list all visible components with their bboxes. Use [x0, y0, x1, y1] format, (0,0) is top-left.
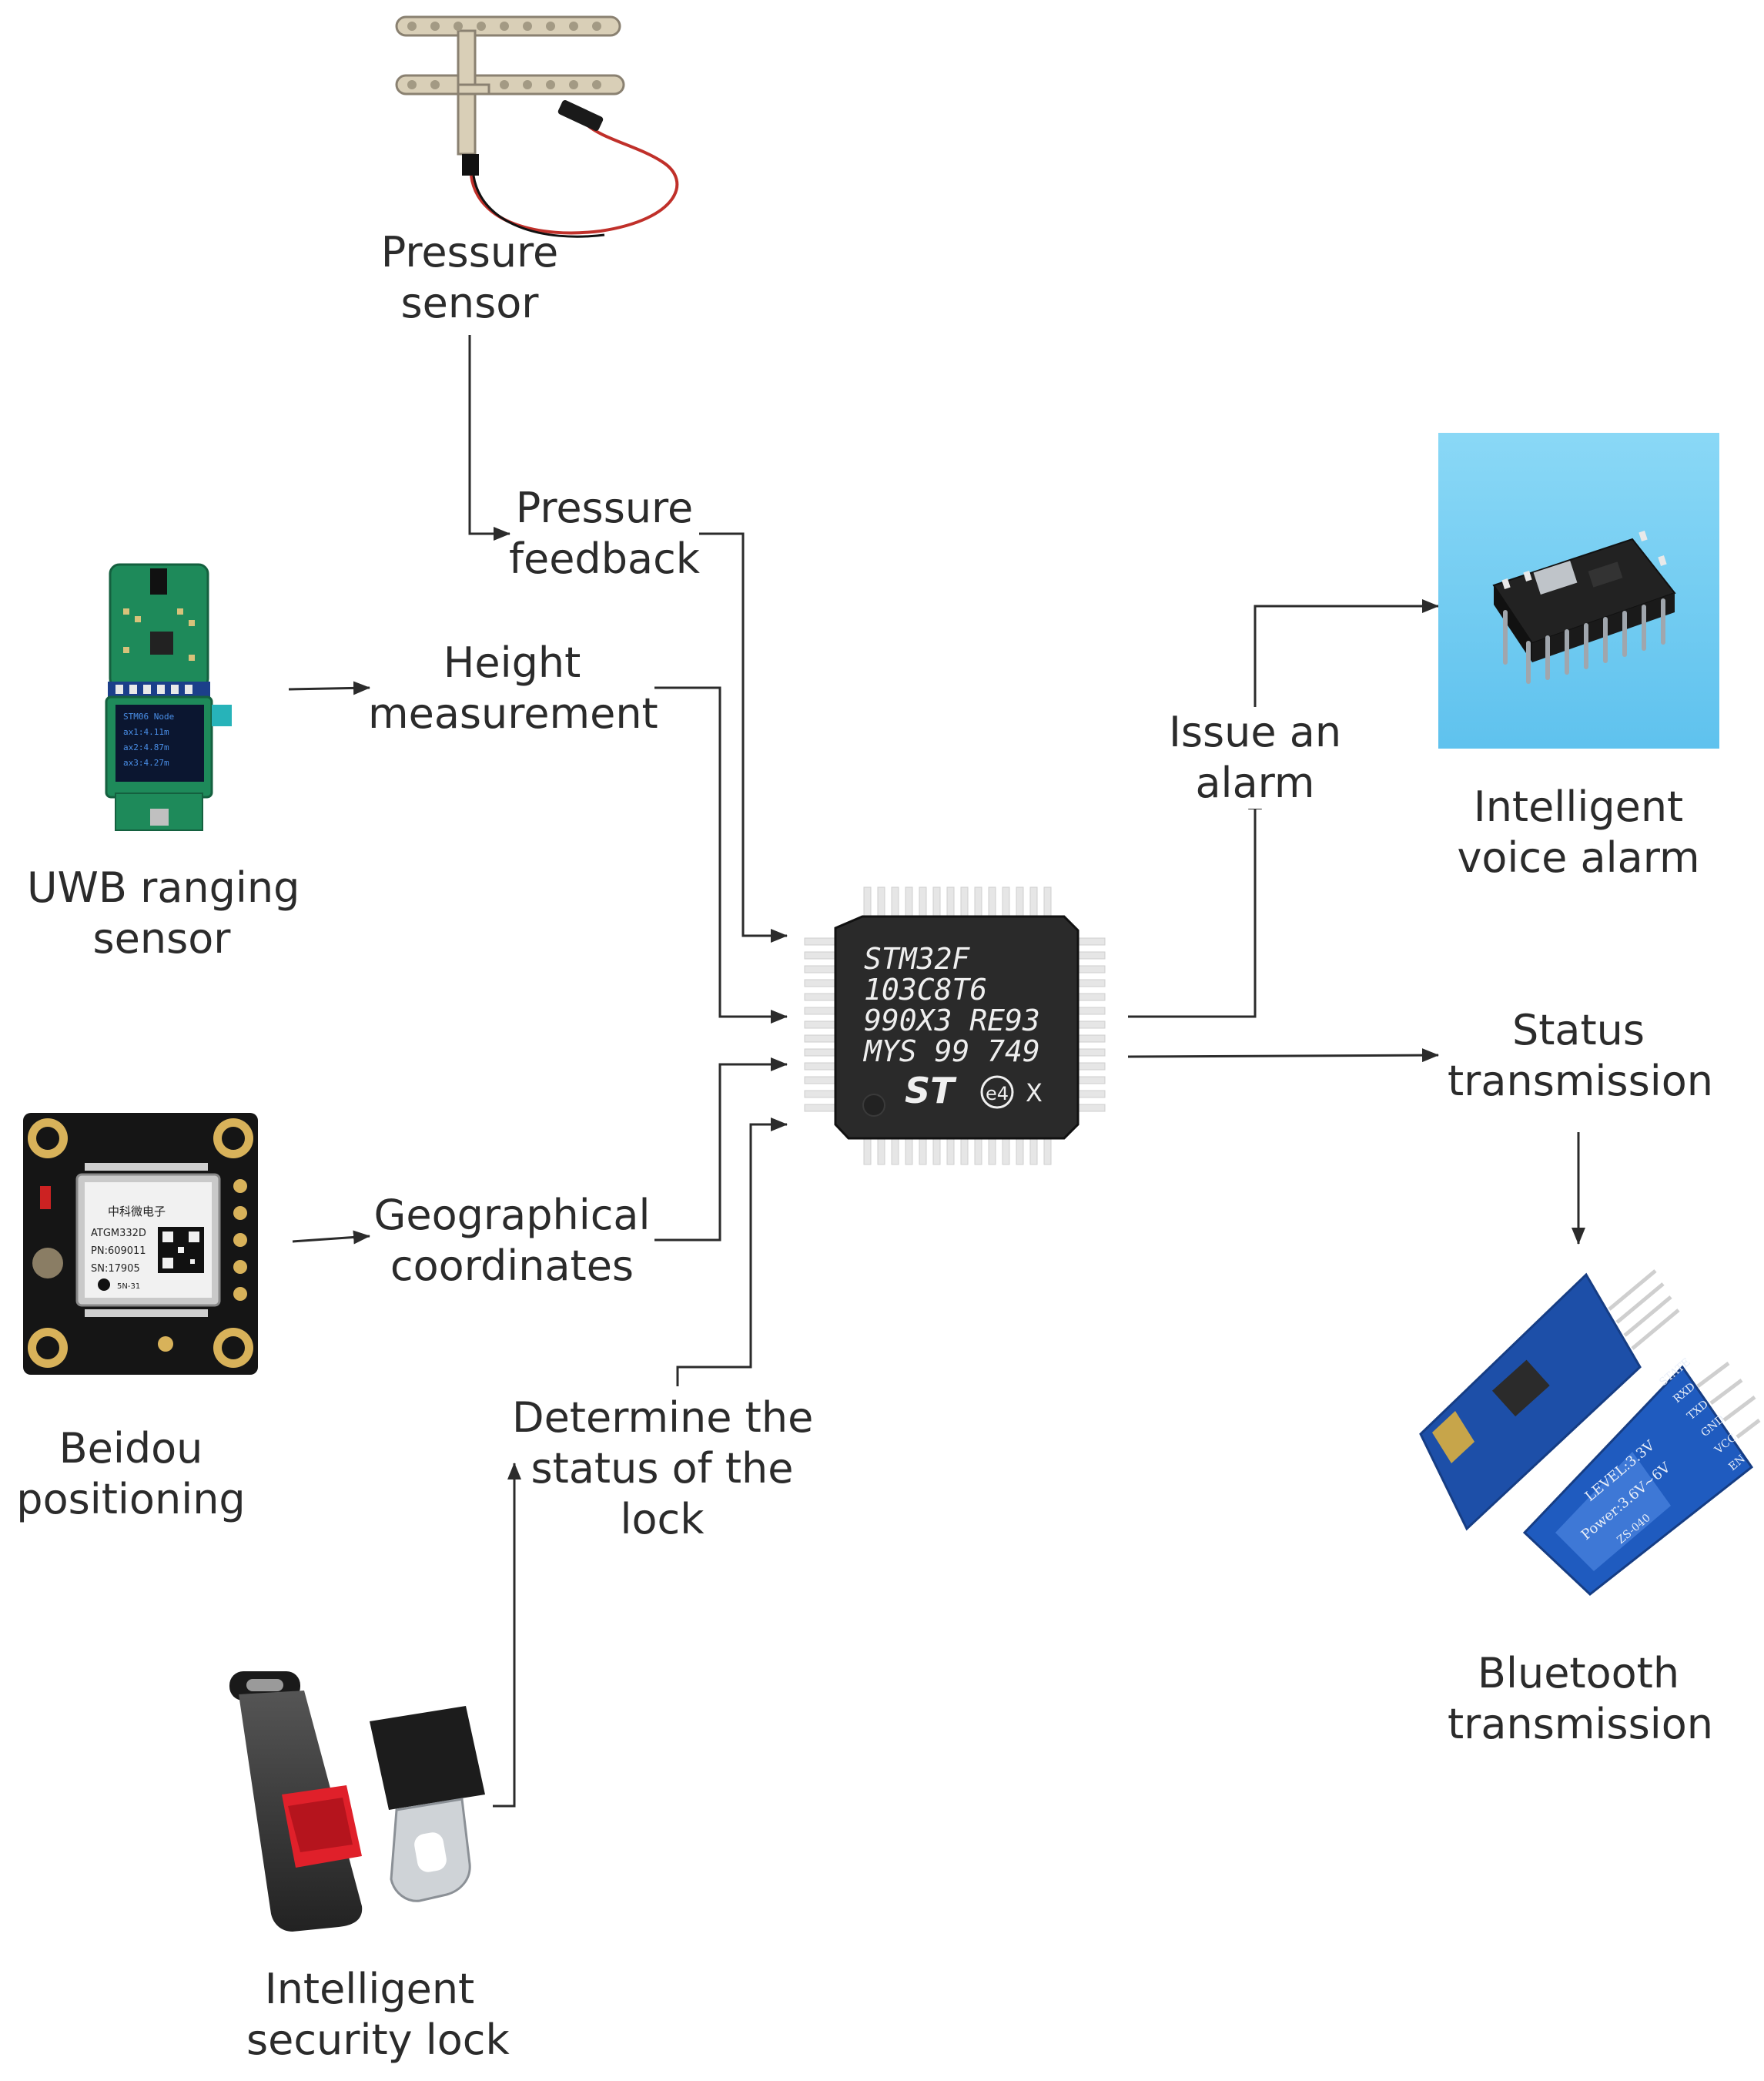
line-pressure-sensor-to-feedback — [468, 335, 510, 541]
beidou-label-line-1: Beidou — [59, 1424, 203, 1473]
uwb-screen-line-1: STM06 Node — [123, 712, 174, 722]
line-mcu-to-status-tx — [1127, 1048, 1439, 1063]
geographical-coordinates-label-line-2: coordinates — [390, 1242, 634, 1290]
pressure-sensor-label-line-1: Pressure — [380, 228, 559, 276]
issue-alarm-label-line-2: alarm — [1195, 759, 1315, 807]
lock-status-label-line-3: lock — [620, 1495, 705, 1543]
lock-status-label-line-1: Determine the — [512, 1393, 814, 1442]
beidou-module-line-4: SN:17905 — [91, 1263, 140, 1275]
line-pressure-feedback-to-mcu — [699, 532, 788, 943]
status-transmission-label: Status transmission — [1448, 1005, 1713, 1107]
uwb-sensor-label-line-2: sensor — [92, 914, 231, 963]
line-beidou-to-geo — [292, 1230, 370, 1245]
bluetooth-module-image: LEVEL:3.3V Power:3.6V~6V ZS-040 STATE RX… — [1419, 1269, 1761, 1596]
line-alarm-to-voice — [1254, 599, 1439, 712]
beidou-module-line-3: PN:609011 — [91, 1245, 146, 1257]
beidou-label: Beidou positioning — [15, 1423, 246, 1525]
pressure-sensor-label-line-2: sensor — [400, 279, 539, 327]
pressure-sensor-label: Pressure sensor — [362, 227, 577, 329]
chip-suffix: X — [1026, 1078, 1043, 1108]
geographical-coordinates-label-line-1: Geographical — [373, 1191, 651, 1239]
uwb-screen-line-4: ax3:4.27m — [123, 758, 169, 768]
uwb-sensor-label: UWB ranging sensor — [27, 863, 300, 964]
bluetooth-label: Bluetooth transmission — [1448, 1648, 1713, 1750]
line-lock-to-status — [493, 1463, 521, 1808]
chip-line-2: 103C8T6 — [864, 973, 987, 1007]
uwb-screen-line-2: ax1:4.11m — [123, 727, 169, 737]
beidou-module-line-1: 中科微电子 — [108, 1205, 166, 1218]
pressure-feedback-label-line-1: Pressure — [515, 484, 694, 532]
chip-mark: e4 — [986, 1083, 1009, 1104]
uwb-sensor-image: STM06 Node ax1:4.11m ax2:4.87m ax3:4.27m — [105, 563, 232, 831]
issue-alarm-label: Issue an alarm — [1155, 707, 1355, 809]
status-transmission-label-line-1: Status — [1511, 1006, 1645, 1054]
height-measurement-label-line-1: Height — [443, 638, 581, 687]
height-measurement-label-line-2: measurement — [368, 689, 658, 738]
mcu-chip-image: STM32F 103C8T6 990X3 RE93 MYS 99 749 ST … — [804, 886, 1106, 1165]
voice-alarm-label-line-2: voice alarm — [1457, 833, 1700, 882]
beidou-module-line-5: 5N-31 — [117, 1282, 140, 1291]
beidou-label-line-2: positioning — [16, 1475, 246, 1523]
pressure-feedback-label-line-2: feedback — [508, 534, 701, 583]
voice-alarm-label-line-1: Intelligent — [1473, 782, 1684, 831]
bluetooth-label-line-1: Bluetooth — [1477, 1649, 1680, 1697]
line-geo-to-mcu — [654, 1057, 788, 1242]
status-transmission-label-line-2: transmission — [1448, 1057, 1713, 1105]
voice-alarm-label: Intelligent voice alarm — [1448, 782, 1709, 883]
geographical-coordinates-label: Geographical coordinates — [368, 1190, 656, 1292]
bluetooth-label-line-2: transmission — [1448, 1700, 1713, 1748]
line-height-to-mcu — [654, 686, 788, 1024]
security-lock-label-line-2: security lock — [246, 2016, 510, 2064]
uwb-screen-line-3: ax2:4.87m — [123, 742, 169, 752]
chip-line-4: MYS 99 749 — [862, 1034, 1040, 1068]
uwb-sensor-label-line-1: UWB ranging — [27, 863, 300, 912]
security-lock-image — [229, 1671, 485, 1932]
beidou-module-line-2: ATGM332D — [91, 1228, 146, 1239]
connection-lines — [288, 335, 1585, 1808]
line-mcu-to-alarm — [1128, 793, 1262, 1018]
lock-status-label-line-2: status of the — [531, 1444, 794, 1493]
pressure-feedback-label: Pressure feedback — [508, 483, 701, 585]
security-lock-label: Intelligent security lock — [246, 1964, 510, 2066]
chip-line-3: 990X3 RE93 — [864, 1004, 1040, 1037]
pressure-sensor-image — [395, 15, 679, 238]
chip-logo: ST — [905, 1070, 957, 1111]
line-status-to-mcu — [676, 1118, 788, 1386]
issue-alarm-label-line-1: Issue an — [1168, 708, 1342, 756]
chip-line-1: STM32F — [864, 942, 970, 976]
voice-alarm-image — [1438, 433, 1719, 749]
beidou-module-image: 中科微电子 ATGM332D PN:609011 SN:17905 5N-31 — [23, 1113, 258, 1375]
height-measurement-label: Height measurement — [368, 638, 658, 739]
security-lock-label-line-1: Intelligent — [264, 1965, 475, 2013]
line-uwb-to-height — [288, 681, 370, 695]
lock-status-label: Determine the status of the lock — [512, 1392, 814, 1545]
